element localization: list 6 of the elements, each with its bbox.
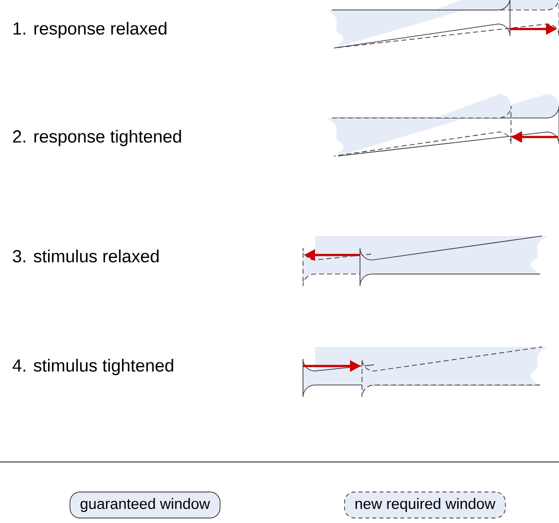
row-label: 3. stimulus relaxed: [12, 250, 159, 262]
row-label: 4. stimulus tightened: [12, 358, 174, 376]
row-label: 1. response relaxed: [14, 22, 166, 38]
legend-item: guaranteed window: [70, 492, 220, 518]
row-label: 2. response tightened: [13, 130, 181, 146]
legend-item: new required window: [344, 492, 506, 518]
